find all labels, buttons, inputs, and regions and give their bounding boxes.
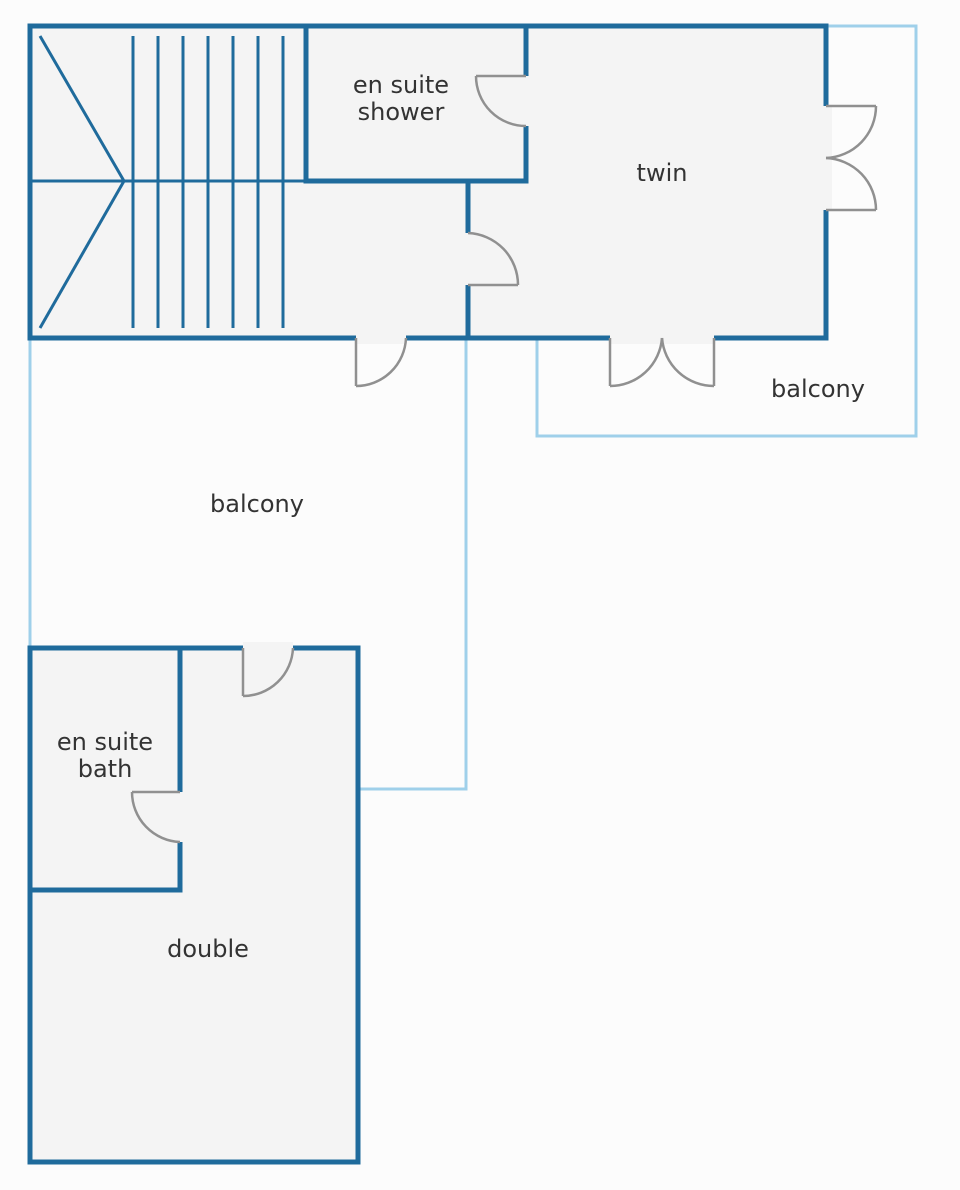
door-shower (474, 74, 527, 128)
staircase (30, 35, 306, 329)
balcony-outlines (28, 24, 918, 791)
room-label-en-suite-bath-line2: bath (78, 755, 133, 783)
room-label-en-suite-shower-line1: en suite (353, 71, 449, 99)
twin-hall-door-gap (462, 233, 474, 285)
lower-block-outer-wall (27, 645, 361, 1165)
balcony-right-outline (535, 24, 918, 438)
stair-diagonal-lower (38, 180, 126, 329)
door-hall-balcony (354, 337, 408, 388)
room-label-double: double (167, 935, 249, 963)
room-label-en-suite-bath-line1: en suite (57, 728, 153, 756)
double-door-gap (243, 642, 293, 654)
shower-door-gap (520, 76, 532, 126)
door-bath (130, 790, 181, 844)
room-label-twin: twin (637, 159, 688, 187)
bath-door-gap (174, 792, 186, 842)
stair-diagonal-upper (38, 35, 126, 182)
room-label-en-suite-shower-line2: shower (358, 98, 445, 126)
upper-block (27, 23, 878, 388)
lower-block (27, 642, 361, 1165)
lower-block-floor (30, 648, 358, 1162)
door-twin-hall (467, 231, 520, 287)
room-label-balcony-main: balcony (210, 490, 304, 518)
room-label-balcony-right: balcony (771, 375, 865, 403)
door-twin-side (825, 104, 878, 212)
door-double (241, 647, 295, 698)
hall-balcony-door-gap (356, 332, 406, 344)
balcony-main-right-edge (358, 338, 468, 791)
door-twin-balcony (608, 337, 716, 388)
